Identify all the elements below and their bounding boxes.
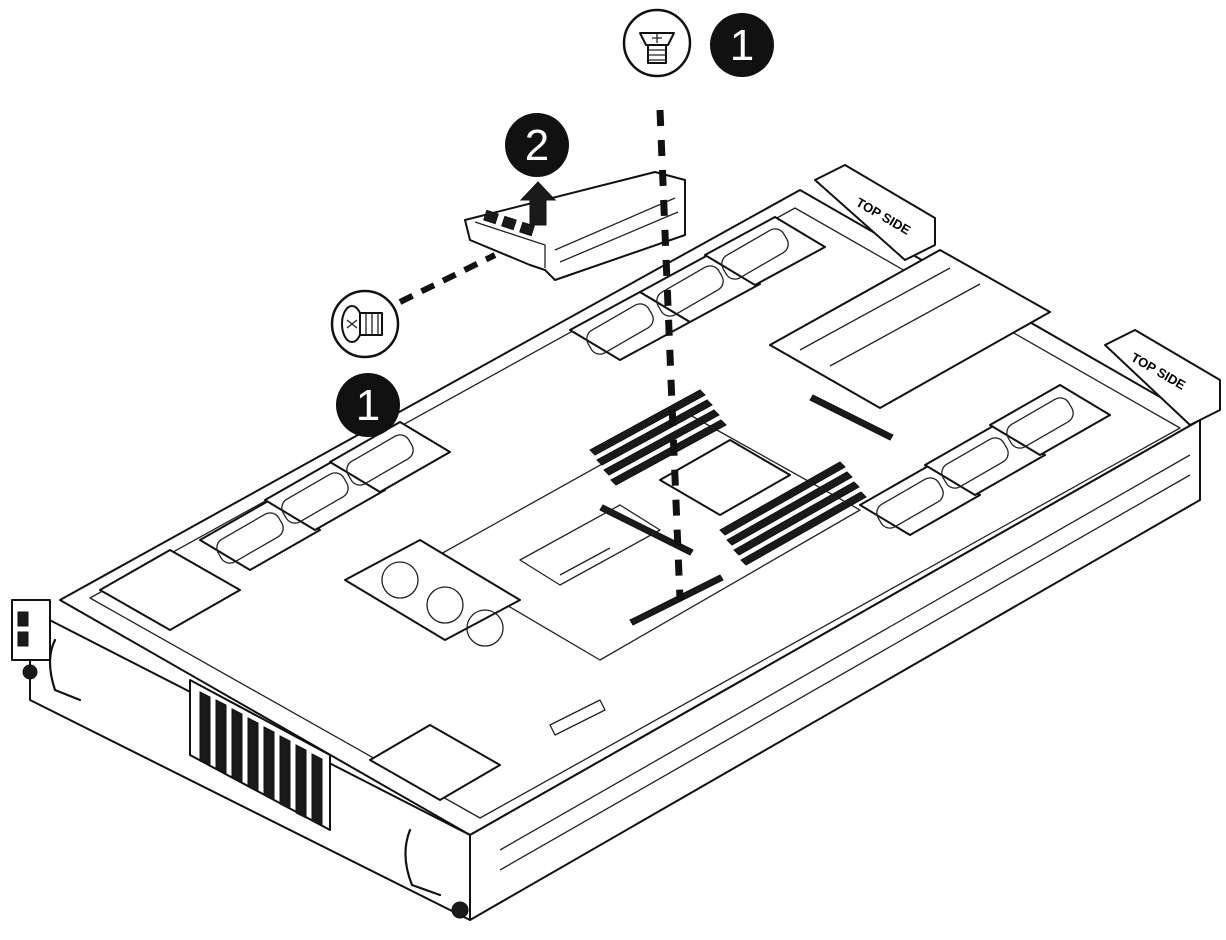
riser-bracket xyxy=(464,171,686,281)
callout-1-top: 1 xyxy=(710,13,774,77)
psu-bay-left xyxy=(99,549,241,631)
callout-number: 2 xyxy=(525,121,549,170)
server-chassis: TOP SIDE TOP SIDE xyxy=(11,164,1221,921)
right-air-ducts xyxy=(859,384,1111,536)
left-handle xyxy=(48,638,82,702)
screw-icon xyxy=(622,8,692,78)
left-air-ducts xyxy=(199,421,451,571)
left-rack-ear xyxy=(11,599,51,661)
lift-arrow-icon xyxy=(519,181,557,226)
front-drive-bays xyxy=(189,679,331,831)
callout-1-left: 1 xyxy=(336,373,400,437)
dimm-slots-front xyxy=(719,461,867,566)
callout-number: 1 xyxy=(356,381,380,430)
rear-riser-cage xyxy=(769,249,1051,441)
psu-bay-right xyxy=(369,724,501,801)
right-handle xyxy=(404,828,442,897)
motherboard xyxy=(429,389,867,736)
callout-2: 2 xyxy=(505,113,569,177)
cpu-socket xyxy=(659,439,791,516)
top-side-tab-front: TOP SIDE xyxy=(1104,329,1221,426)
system-fans xyxy=(344,539,521,647)
callout-number: 1 xyxy=(730,21,754,70)
dimm-slots-rear xyxy=(589,389,727,486)
screw-guide-lines xyxy=(398,109,684,601)
side-rail-slots xyxy=(499,454,1191,871)
rear-air-ducts xyxy=(569,216,826,361)
pcie-slot xyxy=(599,504,694,556)
screw-icon xyxy=(330,289,400,359)
left-thumbscrew xyxy=(22,664,38,680)
right-thumbscrew xyxy=(451,901,469,919)
